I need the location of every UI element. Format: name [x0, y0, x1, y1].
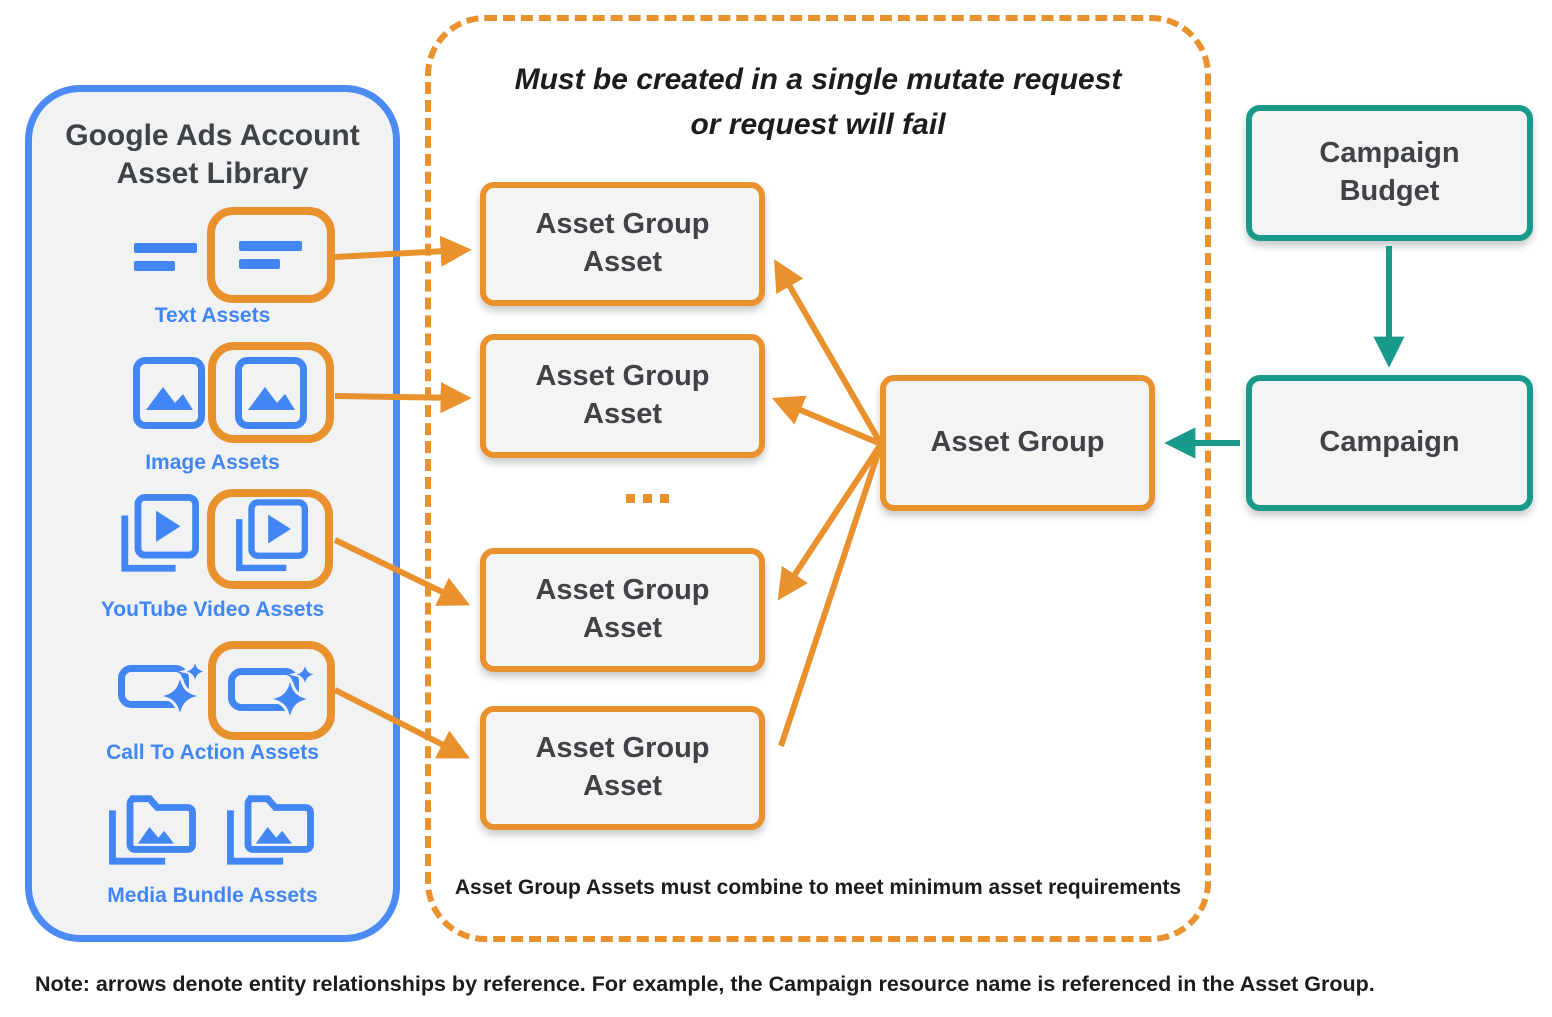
- mutate-request-title-line1: Must be created in a single mutate reque…: [514, 63, 1122, 96]
- campaign-box: Campaign: [1246, 375, 1533, 511]
- text-asset-highlight-ring: [207, 207, 335, 303]
- image-asset-highlight-ring: [208, 342, 334, 443]
- media-bundle-asset-icon: [222, 787, 317, 869]
- campaign-budget-box: Campaign Budget: [1246, 105, 1533, 241]
- label-image-assets: Image Assets: [145, 451, 280, 474]
- text-asset-icon: [239, 241, 303, 269]
- asset-group-asset-box-3: Asset Group Asset: [480, 548, 765, 672]
- media-bundle-asset-icon: [104, 787, 199, 869]
- text-asset-icon: [134, 243, 198, 271]
- asset-group-box: Asset Group: [880, 375, 1155, 511]
- asset-group-asset-box-2: Asset Group Asset: [480, 334, 765, 458]
- label-text-assets: Text Assets: [154, 304, 271, 327]
- asset-group-asset-box-4: Asset Group Asset: [480, 706, 765, 830]
- image-asset-icon: [133, 357, 205, 429]
- image-asset-icon: [235, 357, 307, 429]
- note-text: Note: arrows denote entity relationships…: [35, 972, 1375, 996]
- call-to-action-asset-icon: [228, 663, 316, 719]
- label-youtube-video-assets: YouTube Video Assets: [100, 598, 325, 621]
- mutate-request-title-line2: or request will fail: [690, 108, 946, 141]
- label-media-bundle-assets: Media Bundle Assets: [107, 884, 318, 907]
- ellipsis: [622, 494, 673, 503]
- call-to-action-asset-icon: [118, 660, 206, 716]
- label-call-to-action-assets: Call To Action Assets: [106, 741, 319, 764]
- asset-group-asset-box-1: Asset Group Asset: [480, 182, 765, 306]
- asset-library-title: Google Ads Account Asset Library: [65, 119, 360, 190]
- youtube-video-asset-icon: [117, 494, 199, 580]
- youtube-video-asset-highlight-ring: [207, 489, 333, 589]
- mutate-request-footnote: Asset Group Assets must combine to meet …: [454, 876, 1182, 899]
- call-to-action-asset-highlight-ring: [208, 641, 335, 740]
- youtube-video-asset-icon: [232, 499, 308, 579]
- mutate-request-title: Must be created in a single mutate reque…: [445, 57, 1191, 147]
